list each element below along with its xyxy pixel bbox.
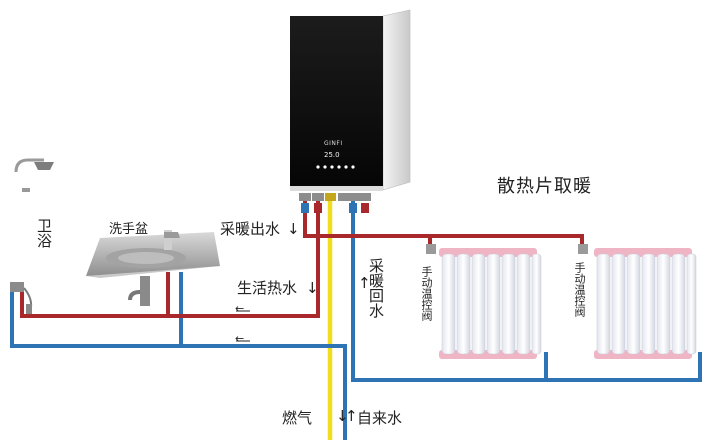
cold-flow-left-arrow-icon: ← (235, 332, 245, 345)
hot-water-pipes (20, 200, 584, 318)
heating-out-arrow-icon: ↓ (287, 220, 300, 238)
cold-water-pipes (10, 200, 702, 440)
basin-label: 洗手盆 (109, 222, 149, 237)
radiator-right (578, 244, 697, 359)
boiler-brand-logo: GINFI (324, 140, 343, 147)
heating-return-label: 采暖回水 (367, 258, 385, 318)
thermostatic-valve-left[interactable] (426, 244, 436, 254)
gas-down-arrow-icon: ↓ (336, 407, 349, 425)
radiator-left (426, 244, 542, 359)
tap-water-up-arrow-icon: ↑ (345, 407, 358, 425)
domestic-hot-arrow-icon: ↓ (306, 279, 319, 297)
hot-flow-left-arrow-icon: ← (235, 302, 245, 315)
boiler-valves (299, 193, 371, 213)
shower-icon (10, 158, 54, 314)
thermostatic-valve-right[interactable] (578, 244, 588, 254)
domestic-hot-label: 生活热水 (237, 279, 298, 297)
diagram-title: 散热片取暖 (497, 176, 592, 197)
heating-out-label: 采暖出水 (220, 220, 281, 238)
boiler-display-readout: 25.0 (324, 151, 340, 159)
valve-label-right: 手动温控阀 (573, 262, 586, 317)
bathroom-label: 卫浴 (35, 218, 53, 248)
valve-label-left: 手动温控阀 (420, 266, 433, 321)
wall-boiler (290, 9, 411, 191)
tap-water-label: 自来水 (357, 409, 403, 427)
gas-label: 燃气 (282, 409, 313, 427)
wash-basin-icon (86, 230, 220, 306)
heating-return-arrow-icon: ↑ (358, 274, 371, 292)
boiler-display (316, 165, 355, 169)
